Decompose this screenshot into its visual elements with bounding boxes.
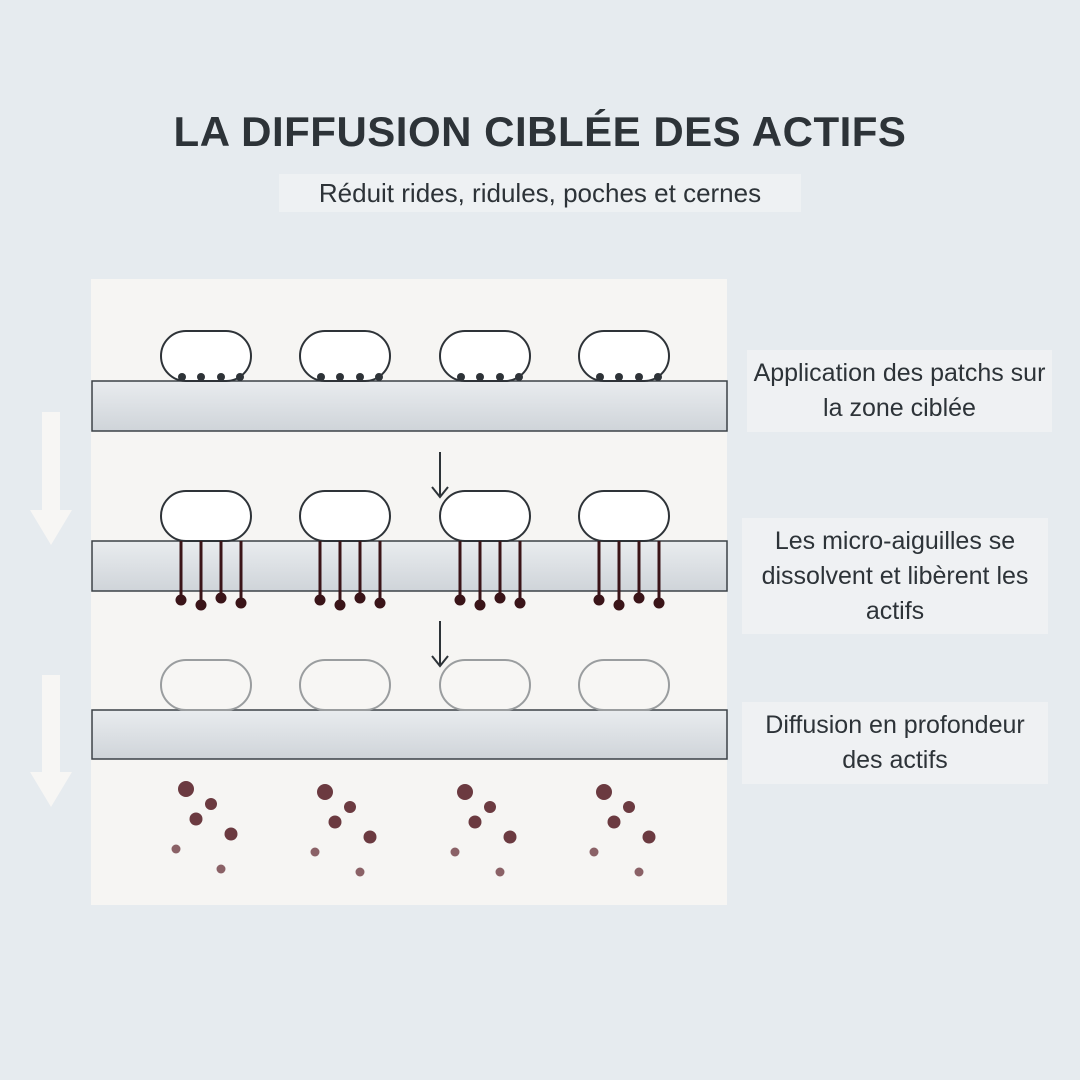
needle-tip [653,597,665,609]
step-label-diffusion: Diffusion en profondeur des actifs [742,702,1048,784]
active-particle [642,830,656,844]
needle-tip [236,373,244,381]
active-particle [224,827,238,841]
needle-tip [215,592,227,604]
needle-tip [217,373,225,381]
thin-down-arrow-icon [431,621,449,668]
patch-icon [160,490,252,542]
needle-tip [615,373,623,381]
patches-dissolving [160,490,670,611]
down-arrow-icon [30,675,72,807]
step-label-dissolution: Les micro-aiguilles se dissolvent et lib… [742,518,1048,634]
active-particle [634,867,644,877]
patch-icon [439,330,531,382]
page-title: LA DIFFUSION CIBLÉE DES ACTIFS [173,108,907,155]
needle-tip [635,373,643,381]
patch-icon [299,490,391,542]
needle-tip [317,373,325,381]
needle-tip [356,373,364,381]
needle-tip [334,599,346,611]
active-particle [205,798,217,810]
needle-tip [195,599,207,611]
needle-tip [235,597,247,609]
needle-tip [476,373,484,381]
active-particle [178,781,194,797]
active-particle [310,847,320,857]
active-particle [484,801,496,813]
active-particle [503,830,517,844]
needle-tip [515,373,523,381]
active-particle [589,847,599,857]
needle-tip [175,594,187,606]
active-particle [607,815,621,829]
step-label-application: Application des patchs sur la zone ciblé… [747,350,1052,432]
needle-tip [654,373,662,381]
patches-applied [160,330,670,382]
skin-layer-1 [91,380,728,432]
needle-tip [375,373,383,381]
needle-tip [454,594,466,606]
patch-icon [578,490,670,542]
needle-tip [494,592,506,604]
needle-tip [457,373,465,381]
active-particle [457,784,473,800]
active-particle [363,830,377,844]
needle-tip [593,594,605,606]
needle-tip [596,373,604,381]
patch-icon [578,330,670,382]
active-particle [189,812,203,826]
active-particle [171,844,181,854]
active-particle [468,815,482,829]
patch-icon [299,330,391,382]
patch-icon [578,659,670,711]
active-particle [596,784,612,800]
needle-tip [197,373,205,381]
skin-layer-2 [91,540,728,592]
active-particles [171,781,656,877]
needle-tip [354,592,366,604]
active-particle [623,801,635,813]
patch-icon [439,659,531,711]
active-particle [495,867,505,877]
needle-tip [496,373,504,381]
active-particle [328,815,342,829]
page-subtitle: Réduit rides, ridules, poches et cernes [279,174,801,212]
skin-layer-3 [91,709,728,760]
active-particle [355,867,365,877]
active-particle [317,784,333,800]
needle-tip [178,373,186,381]
needle-tip [613,599,625,611]
patch-icon [160,659,252,711]
patch-icon [160,330,252,382]
patch-icon [299,659,391,711]
down-arrow-icon [30,412,72,545]
needle-tip [314,594,326,606]
needle-tip [514,597,526,609]
active-particle [216,864,226,874]
needle-tip [336,373,344,381]
active-particle [450,847,460,857]
thin-down-arrow-icon [431,452,449,499]
active-particle [344,801,356,813]
patch-icon [439,490,531,542]
needle-tip [633,592,645,604]
patches-spent [160,659,670,711]
needle-tip [374,597,386,609]
needle-tip [474,599,486,611]
